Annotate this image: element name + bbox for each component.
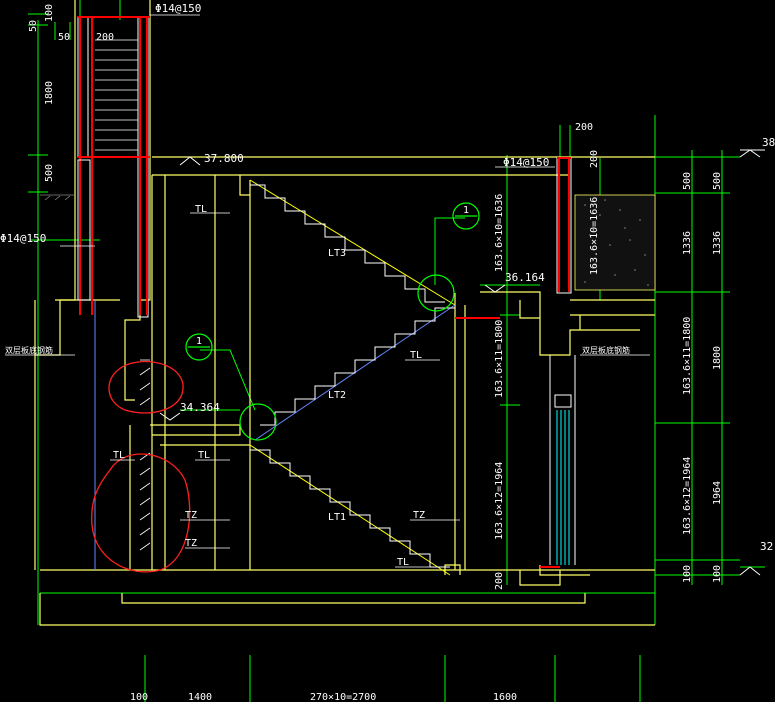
vdim-center-middle: 163.6×11=1800 [494,320,505,398]
rebar-label-top-right: Φ14@150 [503,156,549,169]
r2dim-1800: 1800 [712,346,723,370]
rdim-500: 500 [682,172,693,190]
beam-tl-mid-right: TL [410,350,422,361]
dim-top-right-200: 200 [575,122,593,133]
elev-mid-left: 34.364 [180,401,220,414]
dim-left-200: 200 [96,32,114,43]
slab-note-left: 双层板底钢筋 [5,345,53,355]
right-wall-rebar [455,157,572,568]
bdim-1600: 1600 [493,692,517,702]
vdim-right-a-1636: 163.6×10=1636 [589,197,600,275]
dim-left-500: 500 [44,164,55,182]
beam-tl-left-a: TL [113,450,125,461]
bdim-100: 100 [130,692,148,702]
dim-left-50b: 50 [58,32,70,43]
detail-circles [185,202,480,441]
dim-left-100: 100 [44,4,55,22]
r2dim-1336: 1336 [712,231,723,255]
beam-tz-b: TZ [185,538,197,549]
bdim-2700: 270×10=2700 [310,692,376,702]
rdim-1964: 163.6×12=1964 [682,457,693,535]
beam-tl-bottom: TL [397,557,409,568]
vdim-center-base: 200 [494,572,505,590]
r2dim-100: 100 [712,565,723,583]
dim-left-50a: 50 [28,20,39,32]
stair-label-lt1: LT1 [328,512,346,523]
r2dim-500: 500 [712,172,723,190]
rebar-label-left-side: Φ14@150 [0,232,46,245]
left-soil [40,194,75,201]
detail-marker-upper: 1 [463,205,469,216]
soil-fill [574,194,656,291]
elev-mid-right: 36.164 [505,271,545,284]
vdim-right-a-200: 200 [589,150,600,168]
label-leaders [5,14,650,568]
beam-tz-c: TZ [413,510,425,521]
stair-label-lt2: LT2 [328,390,346,401]
stair-label-lt3: LT3 [328,248,346,259]
left-wall-rebar [77,16,150,318]
elevation-markers [159,149,765,576]
vdim-center-lower: 163.6×12=1964 [494,462,505,540]
r2dim-1964: 1964 [712,481,723,505]
concrete-outline [34,0,655,626]
rdim-1336: 1336 [682,231,693,255]
bdim-1400: 1400 [188,692,212,702]
left-ladder-lower [139,359,151,551]
stair-flight-lt1 [249,444,451,576]
slab-note-right: 双层板底钢筋 [582,345,630,355]
red-markup-circles [91,360,191,573]
dim-left-1800: 1800 [44,81,55,105]
cyan-column [549,355,576,565]
dimension-lines [28,0,765,702]
vdim-center-upper: 163.6×10=1636 [494,194,505,272]
rebar-label-top-left: Φ14@150 [155,2,201,15]
beam-tl-left-b: TL [198,450,210,461]
rdim-1800: 163.6×11=1800 [682,317,693,395]
elev-right-bottom: 32. [760,540,775,553]
elev-upper-landing: 37.800 [204,152,244,165]
stair-flight-lt3 [249,179,456,306]
stair-flight-lt2 [254,304,456,441]
detail-marker-lower: 1 [196,336,202,347]
beam-tz-a: TZ [185,510,197,521]
elev-right-top: 38 [762,136,775,149]
rdim-100: 100 [682,565,693,583]
beam-tl-top: TL [195,204,207,215]
left-wall-ladder [95,39,138,151]
